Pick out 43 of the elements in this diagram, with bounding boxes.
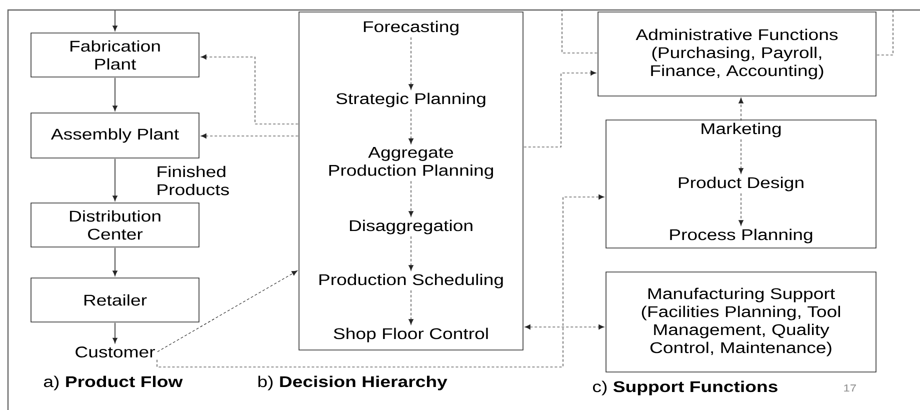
- step-label: Process Planning: [670, 228, 812, 244]
- process-box: Retailer: [30, 278, 200, 322]
- dashed-connector-line: [562, 10, 598, 54]
- dashed-arrow: [200, 54, 298, 124]
- dashed-arrow: [408, 236, 414, 271]
- step-label: Marketing: [702, 122, 781, 138]
- group-box: [298, 12, 524, 350]
- dashed-arrow: [157, 270, 298, 352]
- process-box: Administrative Functions (Purchasing, Payroll, Finance, Accounting): [598, 12, 876, 96]
- arrow: [112, 322, 118, 344]
- arrow: [112, 248, 118, 276]
- dashed-arrow: [738, 139, 744, 174]
- step-label: Product Design: [678, 176, 804, 192]
- process-box: Manufacturing Support (Facilities Planning, Tool Management, Quality Control, Maintenance): [606, 272, 876, 372]
- edge-label: Finished Products: [155, 164, 238, 196]
- step-label: Forecasting: [364, 20, 458, 36]
- process-box: Assembly Plant: [30, 112, 200, 158]
- step-label: Shop Floor Control: [334, 328, 488, 342]
- arrow: [112, 158, 118, 202]
- dashed-arrow: [408, 180, 414, 217]
- dashed-arrow: [738, 98, 744, 121]
- section-caption: a) Product Flow: [44, 376, 183, 390]
- dashed-arrow: [524, 324, 604, 330]
- step-label: Production Scheduling: [319, 274, 503, 288]
- dashed-arrow: [738, 193, 744, 226]
- process-box: Distribution Center: [30, 202, 200, 248]
- step-label: Strategic Planning: [336, 92, 486, 108]
- dashed-arrow: [408, 290, 414, 325]
- customer-label: Customer: [76, 346, 155, 358]
- dashed-arrow: [408, 37, 414, 90]
- dashed-connector-line: [876, 10, 894, 56]
- dashed-arrow: [524, 70, 596, 148]
- dashed-arrow: [200, 134, 298, 138]
- dashed-arrow: [156, 194, 604, 368]
- arrow: [112, 78, 118, 112]
- process-box: Fabrication Plant: [30, 32, 200, 78]
- step-label: Aggregate Production Planning: [329, 147, 493, 179]
- step-label: Disaggregation: [350, 220, 472, 234]
- dashed-arrow: [408, 109, 414, 144]
- section-caption: b) Decision Hierarchy: [258, 376, 448, 390]
- arrow: [112, 10, 118, 32]
- page-number: 17: [844, 384, 856, 392]
- group-box: [606, 120, 876, 248]
